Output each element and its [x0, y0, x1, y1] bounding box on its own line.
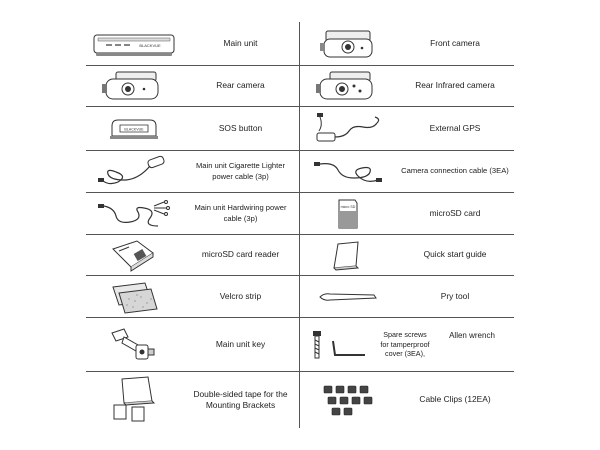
spare-allen-labels: Spare screws for tamperproof cover (3EA)…	[380, 330, 514, 358]
item-label: Pry tool	[440, 290, 470, 301]
front-camera-image	[300, 22, 396, 65]
camera-cable-image	[300, 151, 396, 192]
external-gps-image	[300, 107, 396, 150]
table-cell: Velcro strip	[86, 276, 300, 317]
item-label: Velcro strip	[219, 290, 262, 301]
table-cell: External GPS	[300, 107, 514, 150]
item-label: Quick start guide	[423, 249, 487, 260]
main-unit-key-image	[86, 318, 182, 371]
item-label: Main unit Hardwiring power cable (3p)	[194, 203, 287, 223]
allen-wrench-image	[333, 341, 365, 355]
table-cell: Rear camera	[86, 66, 300, 106]
sos-label: BLACKVUE	[124, 127, 144, 131]
sos-button-image: BLACKVUE	[86, 107, 182, 150]
table-row: Main unit Hardwiring power cable (3p) mi…	[86, 193, 514, 235]
rear-infrared-camera-image	[300, 66, 396, 106]
hardwiring-cable-image	[86, 193, 182, 234]
table-row: BLACKVUE SOS button External GPS	[86, 107, 514, 151]
table-row: Main unit Cigarette Lighter power cable …	[86, 151, 514, 193]
table-cell: BLACKVUE SOS button	[86, 107, 300, 150]
table-row: microSD card reader Quick start guide	[86, 235, 514, 276]
item-label: Main unit Cigarette Lighter power cable …	[195, 161, 286, 181]
card-reader-image	[86, 235, 182, 275]
item-label: SOS button	[218, 122, 263, 133]
item-label: Rear camera	[216, 80, 265, 91]
velcro-strip-image	[86, 276, 182, 317]
double-sided-tape-image	[86, 372, 182, 428]
table-row: Double-sided tape for the Mounting Brack…	[86, 372, 514, 428]
table-cell: micro SD microSD card	[300, 193, 514, 234]
table-cell: Quick start guide	[300, 235, 514, 275]
item-label: microSD card reader	[201, 249, 280, 260]
sd-label: micro SD	[341, 205, 356, 209]
main-unit-image: BLACKVUE	[86, 22, 182, 65]
table-cell: microSD card reader	[86, 235, 300, 275]
microsd-card-image: micro SD	[300, 193, 396, 234]
table-cell: Camera connection cable (3EA)	[300, 151, 514, 192]
brand-logo: BLACKVUE	[139, 43, 161, 48]
table-cell: Cable Clips (12EA)	[300, 372, 514, 428]
item-label: External GPS	[429, 122, 481, 133]
cable-clips-image	[300, 372, 396, 428]
allen-wrench-label: Allen wrench	[449, 330, 495, 340]
table-cell: Main unit Hardwiring power cable (3p)	[86, 193, 300, 234]
quick-guide-image	[300, 235, 396, 275]
table-cell: Rear Infrared camera	[300, 66, 514, 106]
spare-screws-label: Spare screws for tamperproof cover (3EA)…	[380, 330, 430, 359]
item-label: microSD card	[429, 207, 481, 218]
table-cell: Double-sided tape for the Mounting Brack…	[86, 372, 300, 428]
cigarette-cable-image	[86, 151, 182, 192]
table-row: Rear camera Rear Infrared camera	[86, 66, 514, 107]
pry-tool-image	[300, 276, 396, 317]
spare-screws-image	[313, 330, 321, 358]
table-cell: Spare screws for tamperproof cover (3EA)…	[300, 318, 514, 371]
components-table: BLACKVUE Main unit Front camera	[86, 22, 514, 428]
table-cell: Pry tool	[300, 276, 514, 317]
item-label: Cable Clips (12EA)	[419, 394, 491, 405]
table-row: Main unit key Spare screws for t	[86, 318, 514, 372]
table-row: Velcro strip Pry tool	[86, 276, 514, 318]
table-cell: BLACKVUE Main unit	[86, 22, 300, 65]
table-cell: Front camera	[300, 22, 514, 65]
spare-and-allen-images	[300, 318, 380, 371]
item-label: Camera connection cable (3EA)	[401, 166, 509, 176]
table-cell: Main unit key	[86, 318, 300, 371]
table-cell: Main unit Cigarette Lighter power cable …	[86, 151, 300, 192]
item-label: Rear Infrared camera	[415, 80, 495, 91]
table-row: BLACKVUE Main unit Front camera	[86, 22, 514, 66]
item-label: Main unit	[223, 37, 258, 48]
item-label: Front camera	[430, 37, 480, 48]
item-label: Double-sided tape for the Mounting Brack…	[193, 388, 288, 410]
rear-camera-image	[86, 66, 182, 106]
item-label: Main unit key	[215, 338, 266, 349]
